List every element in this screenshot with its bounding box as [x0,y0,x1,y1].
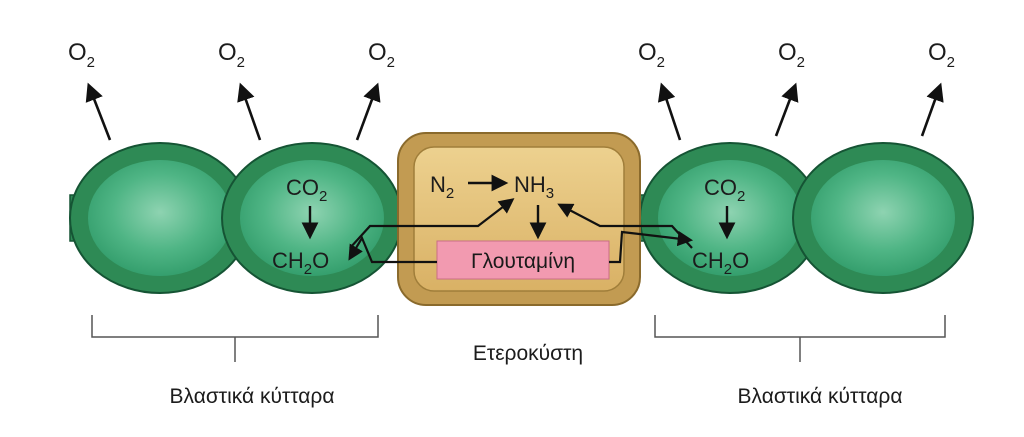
vegetative-cells-caption-right: Βλαστικά κύτταρα [738,385,903,408]
oxygen-label: O2 [638,39,665,71]
right-bracket [654,315,946,362]
n2-label: N2 [430,172,454,202]
left-bracket [91,315,379,362]
nh3-label: NH3 [514,172,554,202]
co2-label-left: CO2 [286,175,327,205]
oxygen-label: O2 [218,39,245,71]
glutamine-box: Γλουταμίνη [436,240,610,280]
oxygen-labels: O2 O2 O2 O2 O2 O2 [68,39,955,71]
oxygen-arrows [85,82,944,141]
heterocyst-caption: Ετεροκύστη [473,342,583,365]
ch2o-label-left: CH2O [272,248,329,278]
oxygen-label: O2 [368,39,395,71]
co2-label-right: CO2 [704,175,745,205]
oxygen-label: O2 [928,39,955,71]
oxygen-label: O2 [778,39,805,71]
oxygen-label: O2 [68,39,95,71]
exchange-arrows [348,198,694,264]
vegetative-cell-1 [69,142,251,294]
vegetative-cell-4 [792,142,974,294]
glutamine-label: Γλουταμίνη [471,250,575,273]
ch2o-label-right: CH2O [692,248,749,278]
vegetative-cells-caption-left: Βλαστικά κύτταρα [170,385,335,408]
